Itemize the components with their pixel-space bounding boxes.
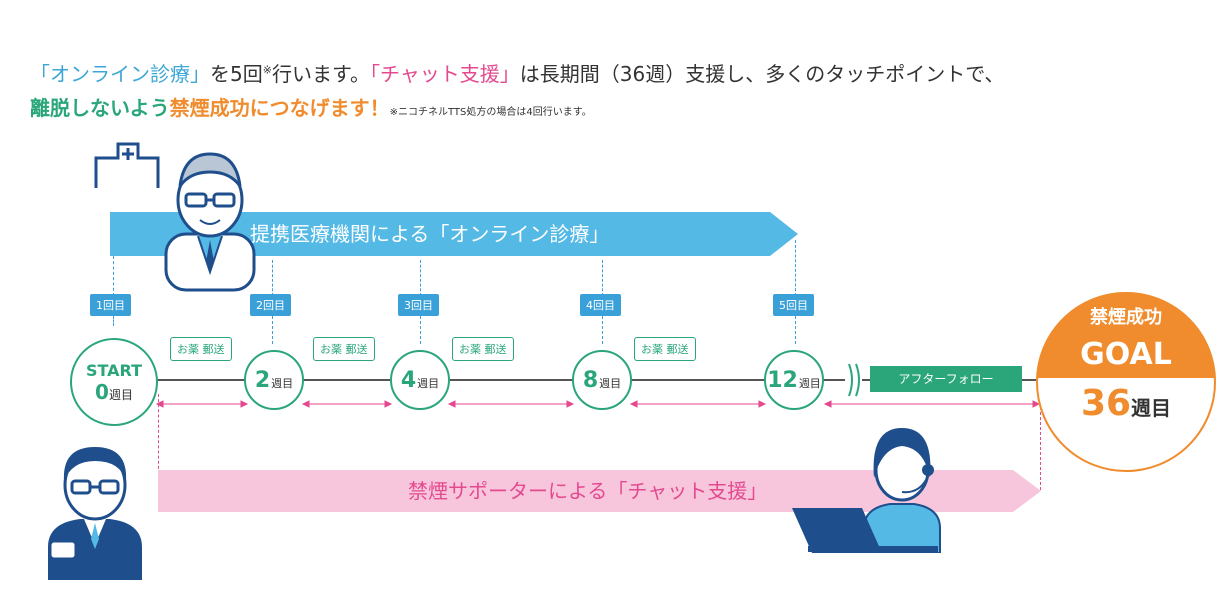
- guide-line: [602, 316, 603, 344]
- after-follow-label: アフターフォロー: [870, 366, 1022, 392]
- online-band: 提携医療機関による「オンライン診療」: [110, 212, 770, 256]
- week-number: 2: [254, 367, 271, 393]
- visit-tag-1: 1回目: [90, 294, 131, 316]
- intro-line-2: 離脱しないよう禁煙成功につなげます！※ニコチネルTTS処方の場合は4回行います。: [30, 92, 592, 121]
- week-number: 4: [400, 367, 417, 393]
- guide-line: [795, 316, 796, 344]
- goal-outline: [1036, 292, 1216, 472]
- week-unit: 週目: [271, 377, 294, 390]
- intro-text-3: は長期間（36週）支援し、多くのタッチポイントで、: [519, 62, 1005, 86]
- guide-line: [272, 260, 273, 296]
- start-node: START 0週目: [70, 338, 158, 426]
- intro-text-4: 離脱しないよう: [30, 96, 170, 120]
- med-tag-2: お薬 郵送: [313, 337, 375, 361]
- intro-text-2: 行います。: [271, 62, 370, 86]
- visit-tag-4: 4回目: [580, 294, 621, 316]
- start-week-unit: 週目: [108, 387, 133, 402]
- start-label: START: [85, 360, 143, 380]
- week-unit: 週目: [798, 377, 821, 390]
- guide-line: [113, 256, 114, 296]
- guide-line: [158, 394, 159, 474]
- timeline-break-icon: [848, 363, 860, 397]
- chat-band-label: 禁煙サポーターによる「チャット支援」: [408, 479, 768, 503]
- start-week-number: 0: [95, 379, 109, 404]
- patient-icon: [48, 447, 142, 580]
- intro-goal-text: 禁煙成功につなげます！: [169, 96, 390, 120]
- guide-line: [420, 260, 421, 296]
- intro-line-1: 「オンライン診療」を5回※行います。「チャット支援」は長期間（36週）支援し、多…: [30, 58, 1004, 87]
- med-tag-3: お薬 郵送: [452, 337, 514, 361]
- visit-tag-5: 5回目: [773, 294, 814, 316]
- guide-line: [795, 240, 796, 296]
- week-number: 8: [582, 367, 599, 393]
- doctor-icon: [164, 152, 256, 292]
- timeline-line: [155, 379, 845, 381]
- chat-band-arrow: [158, 470, 1041, 512]
- online-band-arrow: [110, 212, 798, 256]
- intro-note-mark: ※: [262, 63, 272, 77]
- hospital-icon: [94, 142, 160, 188]
- guide-line: [602, 260, 603, 296]
- visit-tag-3: 3回目: [398, 294, 439, 316]
- intro-online-label: 「オンライン診療」: [30, 62, 210, 86]
- med-tag-4: お薬 郵送: [634, 337, 696, 361]
- guide-line: [272, 316, 273, 344]
- chat-band: 禁煙サポーターによる「チャット支援」: [158, 468, 1038, 514]
- online-band-label: 提携医療機関による「オンライン診療」: [250, 222, 610, 246]
- week-unit: 週目: [599, 377, 622, 390]
- med-tag-1: お薬 郵送: [170, 337, 232, 361]
- supporter-icon: [792, 428, 941, 553]
- visit-tag-2: 2回目: [250, 294, 291, 316]
- intro-chat-label: 「チャット支援」: [369, 62, 520, 86]
- week-number: 12: [767, 367, 798, 393]
- guide-line: [420, 316, 421, 344]
- guide-line: [113, 316, 114, 326]
- week-unit: 週目: [417, 377, 440, 390]
- intro-footnote: ※ニコチネルTTS処方の場合は4回行います。: [389, 107, 592, 118]
- intro-text-1: を5回: [210, 62, 263, 86]
